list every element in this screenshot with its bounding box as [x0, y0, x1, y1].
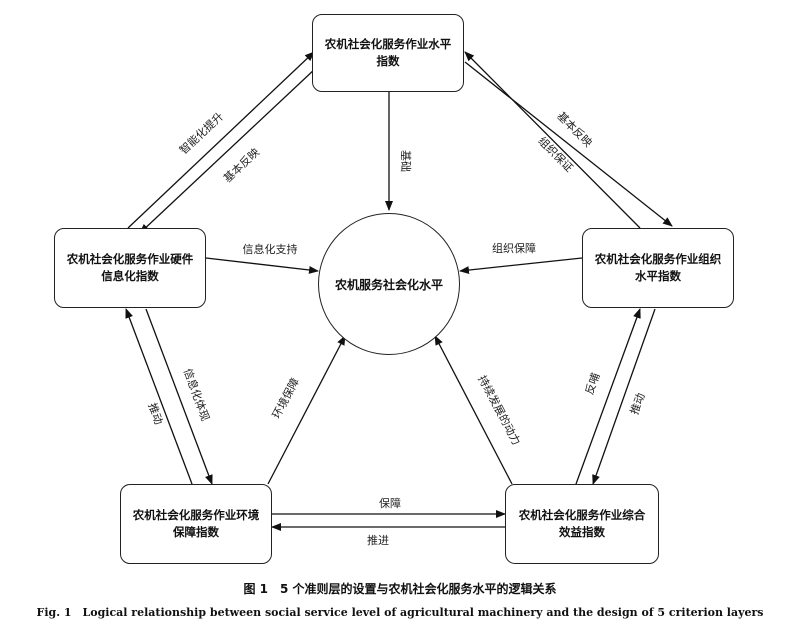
arrow-right-to-br	[592, 308, 656, 485]
node-hardware-informatization-index-label: 农机社会化服务作业硬件信息化指数	[66, 252, 194, 283]
figure-caption-chinese: 图 1 5 个准则层的设置与农机社会化服务水平的逻辑关系	[243, 582, 557, 596]
arrow-left-to-top	[127, 51, 315, 229]
label-bl-to-br: 保障	[379, 496, 401, 510]
arrow-br-to-right	[575, 308, 641, 485]
arrow-top-to-left	[139, 67, 317, 234]
node-operation-level-index: 农机社会化服务作业水平指数	[312, 14, 464, 92]
node-hardware-informatization-index: 农机社会化服务作业硬件信息化指数	[54, 228, 206, 308]
node-environment-guarantee-index-label: 农机社会化服务作业环境保障指数	[132, 508, 260, 539]
node-environment-guarantee-index: 农机社会化服务作业环境保障指数	[120, 484, 272, 564]
arrow-br-to-center	[434, 335, 513, 485]
label-top-to-right: 基本反映	[554, 109, 595, 150]
label-left-to-center: 信息化支持	[243, 242, 298, 256]
figure-caption-english: Fig. 1 Logical relationship between soci…	[36, 606, 764, 619]
arrow-bl-to-center	[267, 335, 346, 485]
label-bl-to-center: 环境保障	[269, 375, 302, 420]
label-top-to-center: 基础	[399, 150, 412, 172]
node-operation-level-index-label: 农机社会化服务作业水平指数	[324, 37, 452, 68]
arrow-bl-to-left	[125, 308, 193, 485]
label-bl-to-left: 推动	[145, 401, 166, 426]
label-left-to-top: 智能化提升	[176, 109, 226, 157]
arrow-left-to-center	[205, 257, 319, 274]
arrow-top-to-right	[464, 61, 673, 227]
label-br-to-right: 反哺	[583, 371, 603, 396]
arrow-left-to-bl	[145, 308, 213, 485]
arrow-right-to-top	[464, 51, 641, 229]
label-right-to-br: 推动	[627, 391, 648, 416]
node-comprehensive-benefit-index: 农机社会化服务作业综合效益指数	[505, 484, 659, 564]
node-organization-level-index-label: 农机社会化服务作业组织水平指数	[594, 252, 722, 283]
arrow-right-to-center	[459, 257, 583, 275]
label-right-to-center: 组织保障	[492, 241, 536, 255]
label-br-to-center: 持续发展的动力	[475, 373, 524, 448]
node-comprehensive-benefit-index-label: 农机社会化服务作业综合效益指数	[518, 508, 646, 539]
node-organization-level-index: 农机社会化服务作业组织水平指数	[582, 228, 734, 308]
label-right-to-top: 组织保证	[535, 134, 576, 175]
node-service-socialization-level-label: 农机服务社会化水平	[334, 277, 443, 292]
label-br-to-bl: 推进	[367, 533, 389, 547]
node-service-socialization-level: 农机服务社会化水平	[318, 213, 460, 355]
